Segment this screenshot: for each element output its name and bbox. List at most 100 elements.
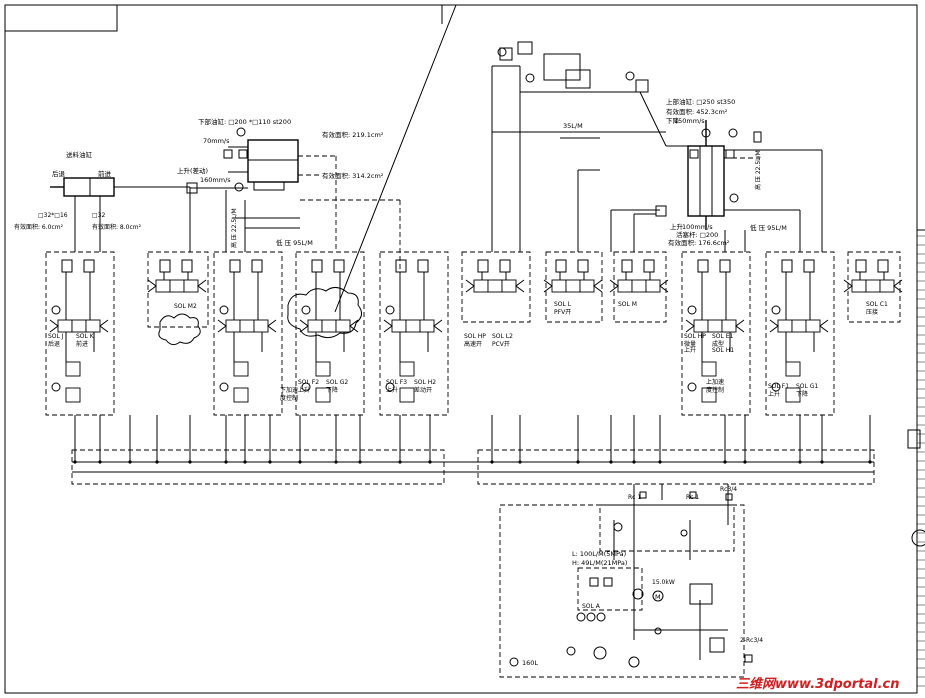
feed-cylinder: 送料油缸 后退 前进 □32*□16 □32 有效面积: 6.0cm² 有效面积… xyxy=(14,150,190,252)
lower-high-pressure: 高 压 22.5L/M xyxy=(230,208,238,248)
revision-clouds xyxy=(158,287,362,346)
lower-area-top: 有效面积: 219.1cm² xyxy=(322,130,384,139)
valve-12-func-b: 下降 xyxy=(796,390,808,398)
valve-12-func-a: 上升 xyxy=(768,390,780,398)
valve-station-8 xyxy=(609,251,669,323)
upper-cylinder: 上部油缸: □250 st350 有效面积: 452.3cm² 下降 150mm… xyxy=(492,91,823,252)
valve-8-sol-a: SOL M xyxy=(618,301,637,308)
upper-down-speed: 150mm/s xyxy=(674,117,705,125)
valve-6-func-b: PCV开 xyxy=(492,341,510,348)
feed-retract-label: 后退 xyxy=(52,169,66,178)
valve-station-1 xyxy=(45,251,115,416)
valve-12-sol-b: SOL G1 xyxy=(796,383,818,390)
valve-5-func-b: 差动开 xyxy=(414,386,432,394)
valve-4-func-b: 下降 xyxy=(326,386,338,394)
port-2rc34: 2-Rc3/4 xyxy=(740,637,763,644)
power-unit: M 15.0kW L: 100L/M(5MPa) H: 49L/M(21MPa)… xyxy=(499,484,763,678)
valve-6-func-a: 高速开 xyxy=(464,340,482,348)
valve-station-3 xyxy=(213,251,283,416)
lower-area-bottom: 有效面积: 314.2cm² xyxy=(322,171,384,180)
valve-5-sol-a: SOL F3 xyxy=(386,379,407,386)
valve-6-sol-b: SOL L2 xyxy=(492,333,513,340)
valve-12-sol-a: SOL F1 xyxy=(768,383,789,390)
feed-cylinder-title: 送料油缸 xyxy=(66,150,93,159)
feed-advance-label: 前进 xyxy=(98,169,112,178)
motor-label: M xyxy=(655,593,661,601)
valve-station-5 xyxy=(379,251,449,416)
valve-1-sol-b: SOL K xyxy=(76,333,95,340)
feed-size-a: □32*□16 xyxy=(38,212,68,219)
valve-11-sol-a: 上加速 xyxy=(706,378,724,386)
upper-down: 下降 xyxy=(666,116,680,125)
valve-4-sol-a: SOL F2 xyxy=(298,379,319,386)
valve-13-sol-a: SOL C1 xyxy=(866,301,888,308)
valve-9-func-a: 微量 xyxy=(684,340,696,348)
lower-speed-up-val: 160mm/s xyxy=(200,176,231,184)
valve-station-10 xyxy=(765,251,835,416)
valve-station-6 xyxy=(461,251,531,323)
valve-5-sol-b: SOL H2 xyxy=(414,379,436,386)
lower-low-pressure: 低 压 95L/M xyxy=(276,238,313,247)
pump-low-spec: L: 100L/M(5MPa) xyxy=(572,550,626,558)
valve-station-4 xyxy=(295,251,365,416)
leader-line xyxy=(334,4,457,313)
lower-cylinder-title: 下部油缸: □200 *□110 st200 xyxy=(198,117,291,126)
valve-7-sol-a: SOL L xyxy=(554,301,572,308)
valve-9-func-b: 成型 xyxy=(712,340,724,348)
feed-area-b: 有效面积: 8.0cm² xyxy=(92,223,142,231)
valve-10-sol-b: SOL H1 xyxy=(712,347,734,354)
valve-3-func-b: 度控制 xyxy=(280,394,298,402)
upper-area: 有效面积: 452.3cm² xyxy=(666,107,728,116)
valve-station-7 xyxy=(543,251,603,323)
valve-5-func-a: 上升 xyxy=(386,386,398,394)
upper-flow: 35L/M xyxy=(563,122,583,130)
upper-area-rod: 有效面积: 176.6cm² xyxy=(668,238,730,247)
motor-spec: 15.0kW xyxy=(652,579,675,586)
motor-icon xyxy=(652,590,664,602)
upper-high-pressure: 高 压 22.5L/M xyxy=(754,150,762,190)
port-rc1-b: Rc 1 xyxy=(686,494,699,501)
valve-station-2 xyxy=(147,251,209,328)
revision-table xyxy=(907,230,925,693)
upper-rod: 活塞杆: □200 xyxy=(676,230,718,239)
valve-6-sol-a: SOL HP xyxy=(464,333,486,340)
manifold xyxy=(71,449,875,485)
valve-1-func-a: 后退 xyxy=(48,340,60,348)
valve-station-11 xyxy=(843,251,903,323)
lower-speed-down: 70mm/s xyxy=(203,137,230,145)
valve-4-sol-b: SOL G2 xyxy=(326,379,348,386)
pump-high-spec: H: 49L/M(21MPa) xyxy=(572,559,627,567)
valve-9-sol-b: SOL E1 xyxy=(712,333,734,340)
valve-13-func-a: 压接 xyxy=(866,308,878,316)
valve-9-sol-a: SOL HP xyxy=(684,333,706,340)
upper-low-pressure: 低 压 95L/M xyxy=(750,223,787,232)
upper-cylinder-title: 上部油缸: □250 st350 xyxy=(666,97,735,106)
port-rc1-a: Rc 1 xyxy=(628,494,641,501)
tank-capacity: 160L xyxy=(522,659,538,667)
valve-10-sol-a: 上升 xyxy=(684,346,696,354)
title-tab xyxy=(4,4,118,32)
feed-size-b: □32 xyxy=(92,212,105,219)
valve-station-9 xyxy=(681,251,751,416)
drawing-border xyxy=(4,4,918,694)
valve-2-sol-a: SOL M2 xyxy=(174,303,197,310)
valve-1-func-b: 前进 xyxy=(76,340,88,348)
watermark: 三维网www.3dportal.cn xyxy=(736,676,899,692)
valve-1-sol-a: SOL J xyxy=(48,333,64,340)
valve-3-sol-b: 下加速 xyxy=(280,386,298,394)
lower-cylinder: 下部油缸: □200 *□110 st200 有效面积: 219.1cm² 有效… xyxy=(177,117,401,330)
pilot-supply xyxy=(491,41,649,252)
sol-a-label: SOL A xyxy=(582,603,601,610)
upper-up-speed: 100mm/s xyxy=(682,223,713,231)
valve-stations xyxy=(45,251,903,416)
valve-4-func-a: 上升 xyxy=(298,386,310,394)
valve-11-func-a: 度控制 xyxy=(706,386,724,394)
feed-area-a: 有效面积: 6.0cm² xyxy=(14,223,64,231)
power-unit-frame xyxy=(499,504,745,678)
port-rc34: Rc3/4 xyxy=(720,486,737,493)
upper-up: 上升 xyxy=(670,222,684,231)
lower-speed-up: 上升(差动) xyxy=(177,166,208,175)
